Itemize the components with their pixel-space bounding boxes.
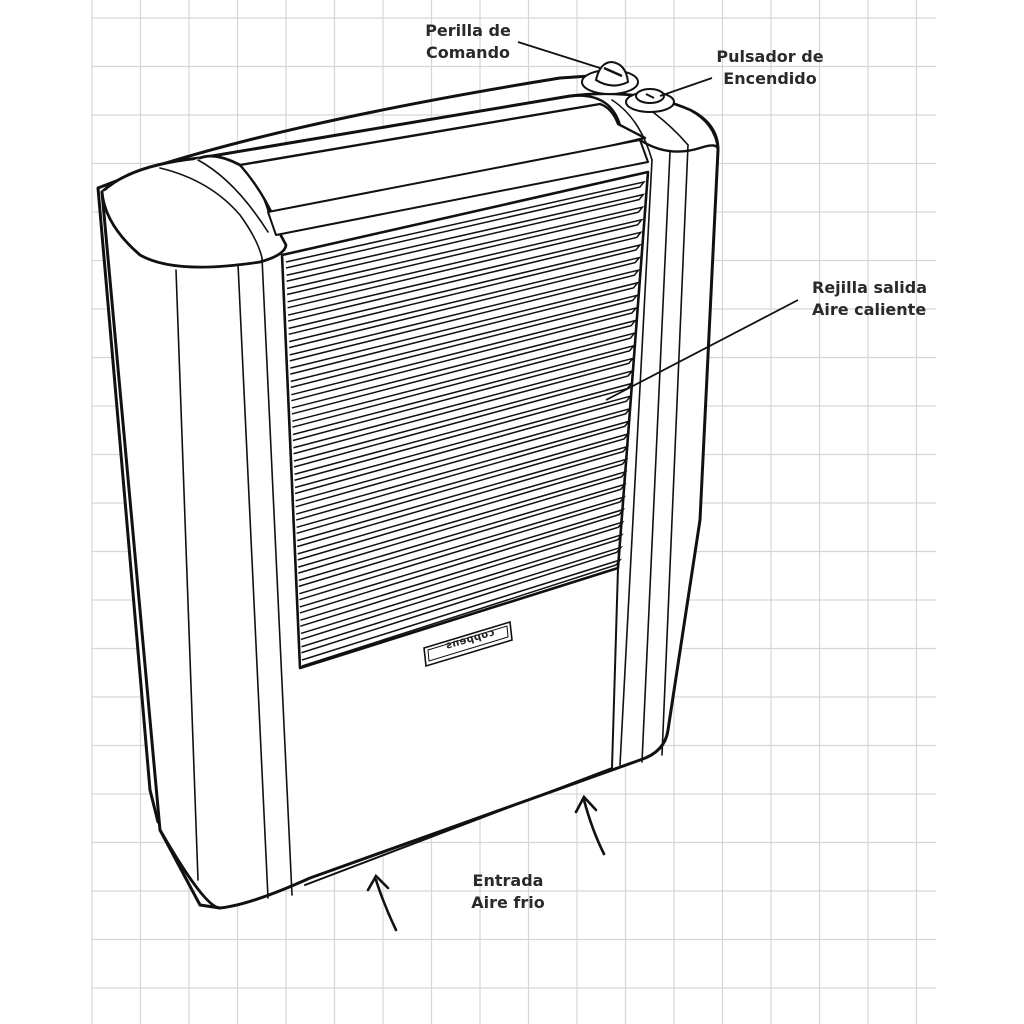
grille-slat: [287, 231, 643, 322]
grille-slat: [298, 470, 628, 574]
grille-slat: [295, 407, 632, 508]
label-entrada-line2: Aire frio: [471, 893, 545, 912]
label-perilla-line1: Perilla de: [425, 21, 511, 40]
grille-slat: [296, 432, 631, 535]
grille-slat: [290, 281, 640, 375]
grille-slat: [295, 420, 631, 521]
label-perilla-line2: Comando: [425, 43, 511, 62]
perilla-callout-line: [517, 41, 601, 69]
label-pulsador: Pulsador de Encendido: [708, 46, 832, 90]
grille-slat: [296, 445, 630, 548]
air-intake-arrows: [366, 794, 606, 932]
label-pulsador-line2: Encendido: [723, 69, 817, 88]
label-pulsador-line1: Pulsador de: [716, 47, 824, 66]
grille-slat: [289, 256, 642, 349]
grille-slats: [285, 180, 646, 667]
grille-slat: [294, 394, 633, 495]
grille-slat: [299, 508, 626, 614]
intake-arrow-right-head: [574, 794, 598, 814]
intake-arrow-right: [582, 798, 606, 856]
grille-slat: [300, 533, 624, 641]
grille-slat: [292, 331, 637, 428]
grille-slat: [297, 457, 629, 561]
grille-slat: [299, 495, 627, 601]
intake-arrow-left-head: [366, 873, 390, 892]
grille-slat: [287, 218, 644, 309]
grille-slat: [285, 180, 646, 269]
grille-slat: [298, 483, 627, 588]
label-entrada: Entrada Aire frio: [456, 870, 560, 914]
grille-slat: [291, 319, 638, 415]
grille-slat: [291, 306, 638, 402]
top-panel: [238, 102, 647, 224]
grille-slat: [286, 193, 646, 282]
grille-slat: [294, 382, 634, 481]
label-rejilla-line2: Aire caliente: [812, 300, 927, 319]
brand-plate: [423, 620, 513, 668]
label-rejilla: Rejilla salida Aire caliente: [812, 277, 927, 321]
pulsador-callout-line: [659, 77, 713, 97]
rejilla-callout-line: [605, 299, 799, 401]
ignition-button: [625, 88, 675, 113]
grille-slat: [301, 545, 623, 654]
control-knob: [581, 60, 639, 95]
heater-top-back-edge: [148, 72, 622, 170]
grille-slat: [293, 357, 635, 455]
grille-slat: [293, 369, 635, 468]
intake-arrow-left: [374, 878, 398, 932]
label-rejilla-line1: Rejilla salida: [812, 278, 928, 297]
label-perilla: Perilla de Comando: [418, 20, 518, 64]
grille-slat: [288, 243, 642, 336]
grille-slat: [289, 268, 641, 362]
grille-slat: [290, 294, 639, 389]
grille-slat: [301, 558, 623, 667]
grille-slat: [292, 344, 636, 442]
callout-lines: [517, 41, 799, 401]
grille-slat: [286, 205, 645, 296]
label-entrada-line1: Entrada: [472, 871, 544, 890]
grille-slat: [300, 520, 625, 627]
